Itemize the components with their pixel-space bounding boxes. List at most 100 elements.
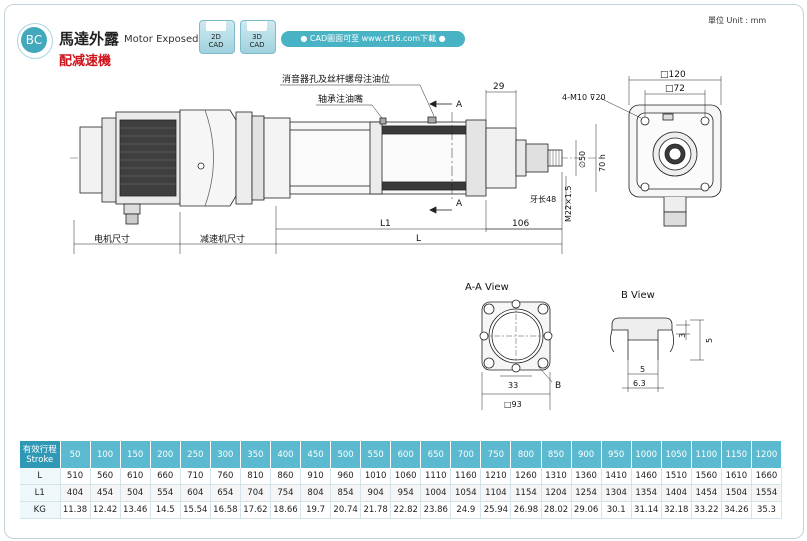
dim-b-5-horizontal: 5 — [640, 365, 645, 374]
stroke-column-header: 800 — [510, 441, 542, 468]
stroke-column-header: 1050 — [661, 441, 692, 468]
table-cell: 904 — [360, 484, 392, 502]
stroke-column-header: 250 — [180, 441, 211, 468]
label-reducer-size: 减速机尺寸 — [200, 233, 245, 245]
table-cell: 29.06 — [571, 501, 602, 519]
table-cell: 1010 — [360, 468, 392, 485]
table-cell: 810 — [240, 468, 271, 485]
cad-3d-icon[interactable]: 3D CAD — [240, 20, 276, 54]
stroke-column-header: 850 — [541, 441, 572, 468]
table-cell: 1404 — [661, 484, 692, 502]
row-label: L — [20, 468, 61, 485]
table-cell: 1360 — [571, 468, 602, 485]
table-cell: 454 — [90, 484, 121, 502]
stroke-column-header: 1100 — [691, 441, 722, 468]
stroke-column-header: 450 — [300, 441, 332, 468]
table-cell: 1204 — [541, 484, 572, 502]
table-cell: 11.38 — [60, 501, 91, 519]
dim-bolt-holes: 4-M10 ⊽20 — [562, 93, 606, 102]
table-cell: 1154 — [510, 484, 542, 502]
row-label: L1 — [20, 484, 61, 502]
stroke-header-en: Stroke — [26, 454, 54, 465]
cad-2d-label-bottom: CAD — [208, 41, 224, 49]
table-cell: 28.02 — [541, 501, 572, 519]
stroke-column-header: 600 — [390, 441, 422, 468]
aa-view-title: A-A View — [465, 282, 509, 293]
table-cell: 554 — [150, 484, 181, 502]
table-cell: 16.58 — [210, 501, 241, 519]
table-cell: 1054 — [450, 484, 482, 502]
table-cell: 1410 — [601, 468, 632, 485]
table-cell: 32.18 — [661, 501, 692, 519]
table-cell: 23.86 — [420, 501, 452, 519]
table-cell: 1004 — [420, 484, 452, 502]
dim-b-5-vertical: 5 — [705, 338, 714, 343]
table-cell: 17.62 — [240, 501, 271, 519]
table-cell: 660 — [150, 468, 181, 485]
stroke-column-header: 1200 — [751, 441, 783, 468]
table-cell: 704 — [240, 484, 271, 502]
table-cell: 1260 — [510, 468, 542, 485]
dim-thread: M22×1.5 — [564, 185, 573, 222]
table-cell: 760 — [210, 468, 241, 485]
dim-l1: L1 — [380, 219, 391, 229]
badge-ring — [17, 23, 53, 59]
table-cell: 26.98 — [510, 501, 542, 519]
table-cell: 910 — [300, 468, 332, 485]
table-cell: 1454 — [691, 484, 722, 502]
table-cell: 25.94 — [480, 501, 512, 519]
cad-2d-icon[interactable]: 2D CAD — [199, 20, 235, 54]
section-mark-a-top: A — [456, 100, 463, 110]
series-badge: BC — [21, 27, 47, 53]
table-cell: 31.14 — [631, 501, 662, 519]
stroke-header: 有效行程 Stroke — [20, 441, 61, 468]
table-cell: 34.26 — [721, 501, 752, 519]
table-cell: 33.22 — [691, 501, 722, 519]
label-bearing-grease: 轴承注油嘴 — [318, 93, 363, 105]
page-subtitle: 配减速機 — [59, 54, 112, 69]
table-cell: 404 — [60, 484, 91, 502]
dim-70h: 70 h — [598, 154, 607, 172]
table-cell: 710 — [180, 468, 211, 485]
stroke-column-header: 650 — [420, 441, 452, 468]
table-cell: 14.5 — [150, 501, 181, 519]
dim-square-120: □120 — [660, 70, 686, 80]
row-label: KG — [20, 501, 61, 519]
stroke-column-header: 700 — [450, 441, 482, 468]
cad-2d-label-top: 2D — [211, 33, 221, 41]
cad-download-link[interactable]: ● CAD圖面可至 www.cf16.com下載 ● — [281, 31, 465, 47]
table-cell: 1254 — [571, 484, 602, 502]
cad-3d-label-bottom: CAD — [249, 41, 265, 49]
stroke-column-header: 500 — [330, 441, 362, 468]
table-cell: 610 — [120, 468, 151, 485]
table-cell: 15.54 — [180, 501, 211, 519]
stroke-column-header: 200 — [150, 441, 181, 468]
table-cell: 804 — [300, 484, 332, 502]
dim-thread-length: 牙长48 — [530, 194, 556, 204]
table-cell: 1160 — [450, 468, 482, 485]
b-view-title: B View — [621, 290, 655, 301]
stroke-column-header: 900 — [571, 441, 602, 468]
detail-b-marker: B — [555, 381, 561, 391]
table-cell: 1104 — [480, 484, 512, 502]
stroke-column-header: 100 — [90, 441, 121, 468]
label-motor-size: 电机尺寸 — [94, 233, 130, 245]
table-cell: 21.78 — [360, 501, 392, 519]
table-cell: 754 — [270, 484, 302, 502]
table-cell: 12.42 — [90, 501, 121, 519]
table-cell: 30.1 — [601, 501, 632, 519]
page-title-english: Motor Exposed — [124, 34, 199, 45]
table-cell: 960 — [330, 468, 362, 485]
reducer-body — [179, 109, 237, 207]
stroke-header-cn: 有效行程 — [22, 444, 57, 455]
table-cell: 1510 — [661, 468, 692, 485]
page-title: 馬達外露 — [59, 30, 120, 48]
label-muffler-lube: 消音器孔及丝杆螺母注油位 — [282, 73, 390, 85]
table-cell: 1060 — [390, 468, 422, 485]
table-cell: 35.3 — [751, 501, 783, 519]
dim-square-72: □72 — [665, 84, 685, 94]
